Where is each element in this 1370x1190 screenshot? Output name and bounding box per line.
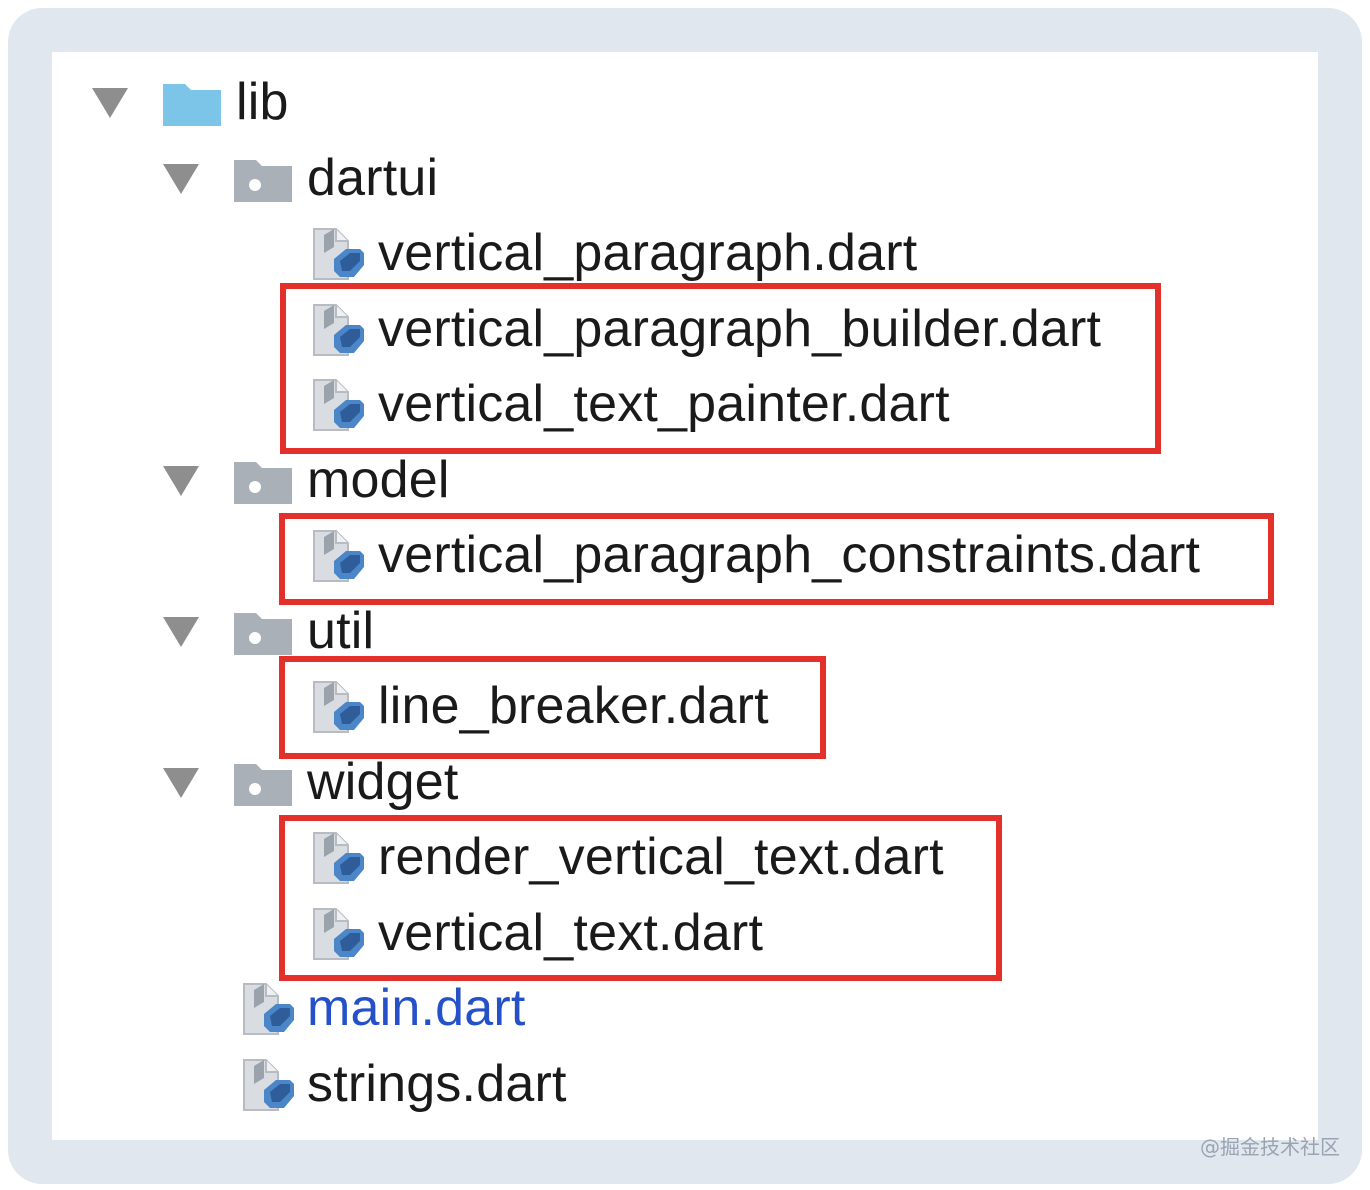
dart-file-icon (313, 303, 364, 356)
file-item[interactable]: render_vertical_text.dart (378, 828, 944, 886)
file-item[interactable]: vertical_text.dart (378, 903, 764, 962)
root-file-item[interactable]: main.dart (307, 979, 526, 1037)
dart-file-icon (243, 983, 294, 1035)
highlight-box (279, 656, 826, 759)
root-file-item[interactable]: strings.dart (307, 1054, 567, 1113)
file-item[interactable]: vertical_text_painter.dart (378, 375, 950, 433)
dart-file-icon (313, 228, 364, 280)
expand-dartui-caret[interactable] (163, 163, 199, 194)
folder-lib[interactable]: lib (236, 73, 289, 131)
folder-model[interactable]: model (307, 450, 450, 509)
folder-util[interactable]: util (307, 601, 375, 660)
highlight-box (280, 283, 1161, 454)
package-folder-icon (234, 763, 292, 806)
watermark: @掘金技术社区 (1200, 1135, 1340, 1159)
dart-file-icon (313, 832, 364, 884)
source-folder-icon (163, 84, 221, 126)
dart-file-icon (243, 1058, 294, 1111)
file-item[interactable]: vertical_paragraph_builder.dart (378, 299, 1102, 358)
expand-lib-caret[interactable] (92, 88, 128, 118)
file-item[interactable]: line_breaker.dart (378, 677, 769, 735)
package-folder-icon (234, 159, 292, 202)
expand-util-caret[interactable] (163, 616, 199, 647)
file-item[interactable]: vertical_paragraph_constraints.dart (378, 526, 1201, 584)
project-tree-panel: lib dartui vertical_paragraph.dart vertical… (52, 52, 1318, 1140)
folder-dartui[interactable]: dartui (307, 148, 439, 207)
package-folder-icon (234, 612, 292, 655)
expand-model-caret[interactable] (163, 465, 199, 496)
package-folder-icon (234, 461, 292, 504)
dart-file-icon (313, 681, 364, 733)
folder-widget[interactable]: widget (307, 752, 459, 811)
dart-file-icon (313, 907, 364, 960)
expand-widget-caret[interactable] (163, 767, 199, 798)
highlight-box (279, 513, 1274, 605)
file-item[interactable]: vertical_paragraph.dart (378, 224, 918, 282)
highlight-box (279, 815, 1002, 981)
dart-file-icon (313, 530, 364, 582)
dart-file-icon (313, 379, 364, 431)
